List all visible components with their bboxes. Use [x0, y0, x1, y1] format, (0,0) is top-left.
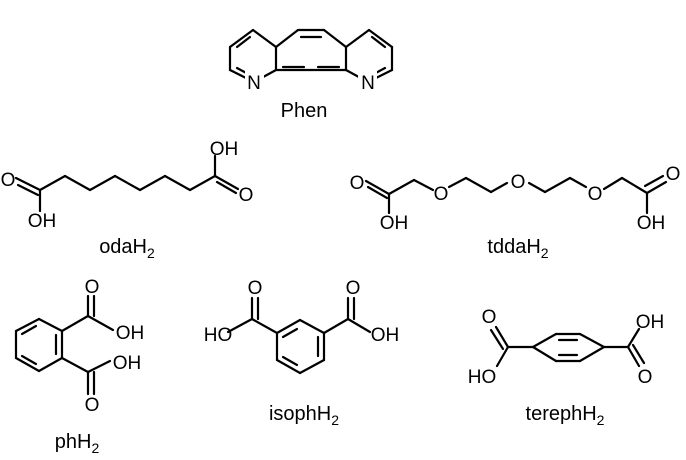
tereph-ho-left: HO [468, 367, 497, 388]
tdda-structure: O OH O O O OH O [350, 164, 681, 234]
oda-label: odaH2 [99, 236, 155, 261]
tdda-oh-right: OH [637, 213, 666, 234]
oda-oh-left: OH [28, 211, 57, 232]
phen-n-right: N [361, 73, 375, 94]
oda-oh-right: OH [210, 139, 239, 160]
phen-label: Phen [281, 100, 328, 122]
ph-oh-lower: OH [113, 353, 142, 374]
phen-n-left: N [247, 73, 261, 94]
tdda-ether-o-3: O [588, 184, 603, 205]
isoph-o-right: O [346, 278, 361, 299]
isoph-ho-left: HO [204, 325, 233, 346]
tdda-ether-o-1: O [434, 184, 449, 205]
tdda-o-carbonyl-left: O [350, 173, 365, 194]
tdda-label: tddaH2 [487, 236, 548, 261]
isoph-o-left: O [248, 278, 263, 299]
tereph-label: terephH2 [526, 403, 605, 428]
ph-structure: O OH OH O [14, 277, 145, 416]
isoph-label: isophH2 [269, 403, 339, 428]
tdda-ether-o-2: O [511, 172, 526, 193]
isoph-structure: O HO O OH [204, 278, 400, 375]
ph-oh-upper: OH [116, 323, 145, 344]
tdda-o-carbonyl-right: O [666, 164, 681, 185]
tdda-oh-left: OH [380, 213, 409, 234]
tereph-structure: O HO OH O [468, 307, 665, 388]
oda-o-left: O [1, 170, 16, 191]
ph-o-upper: O [85, 277, 100, 298]
tereph-o-right: O [638, 367, 653, 388]
tereph-o-left: O [482, 307, 497, 328]
oda-o-right: O [239, 185, 254, 206]
ph-label: phH2 [55, 431, 100, 456]
phen-structure: N N [228, 28, 394, 94]
oda-structure: O OH OH O [1, 139, 254, 232]
isoph-oh-right: OH [371, 325, 400, 346]
ph-o-lower: O [85, 395, 100, 416]
tereph-oh-right: OH [636, 312, 665, 333]
